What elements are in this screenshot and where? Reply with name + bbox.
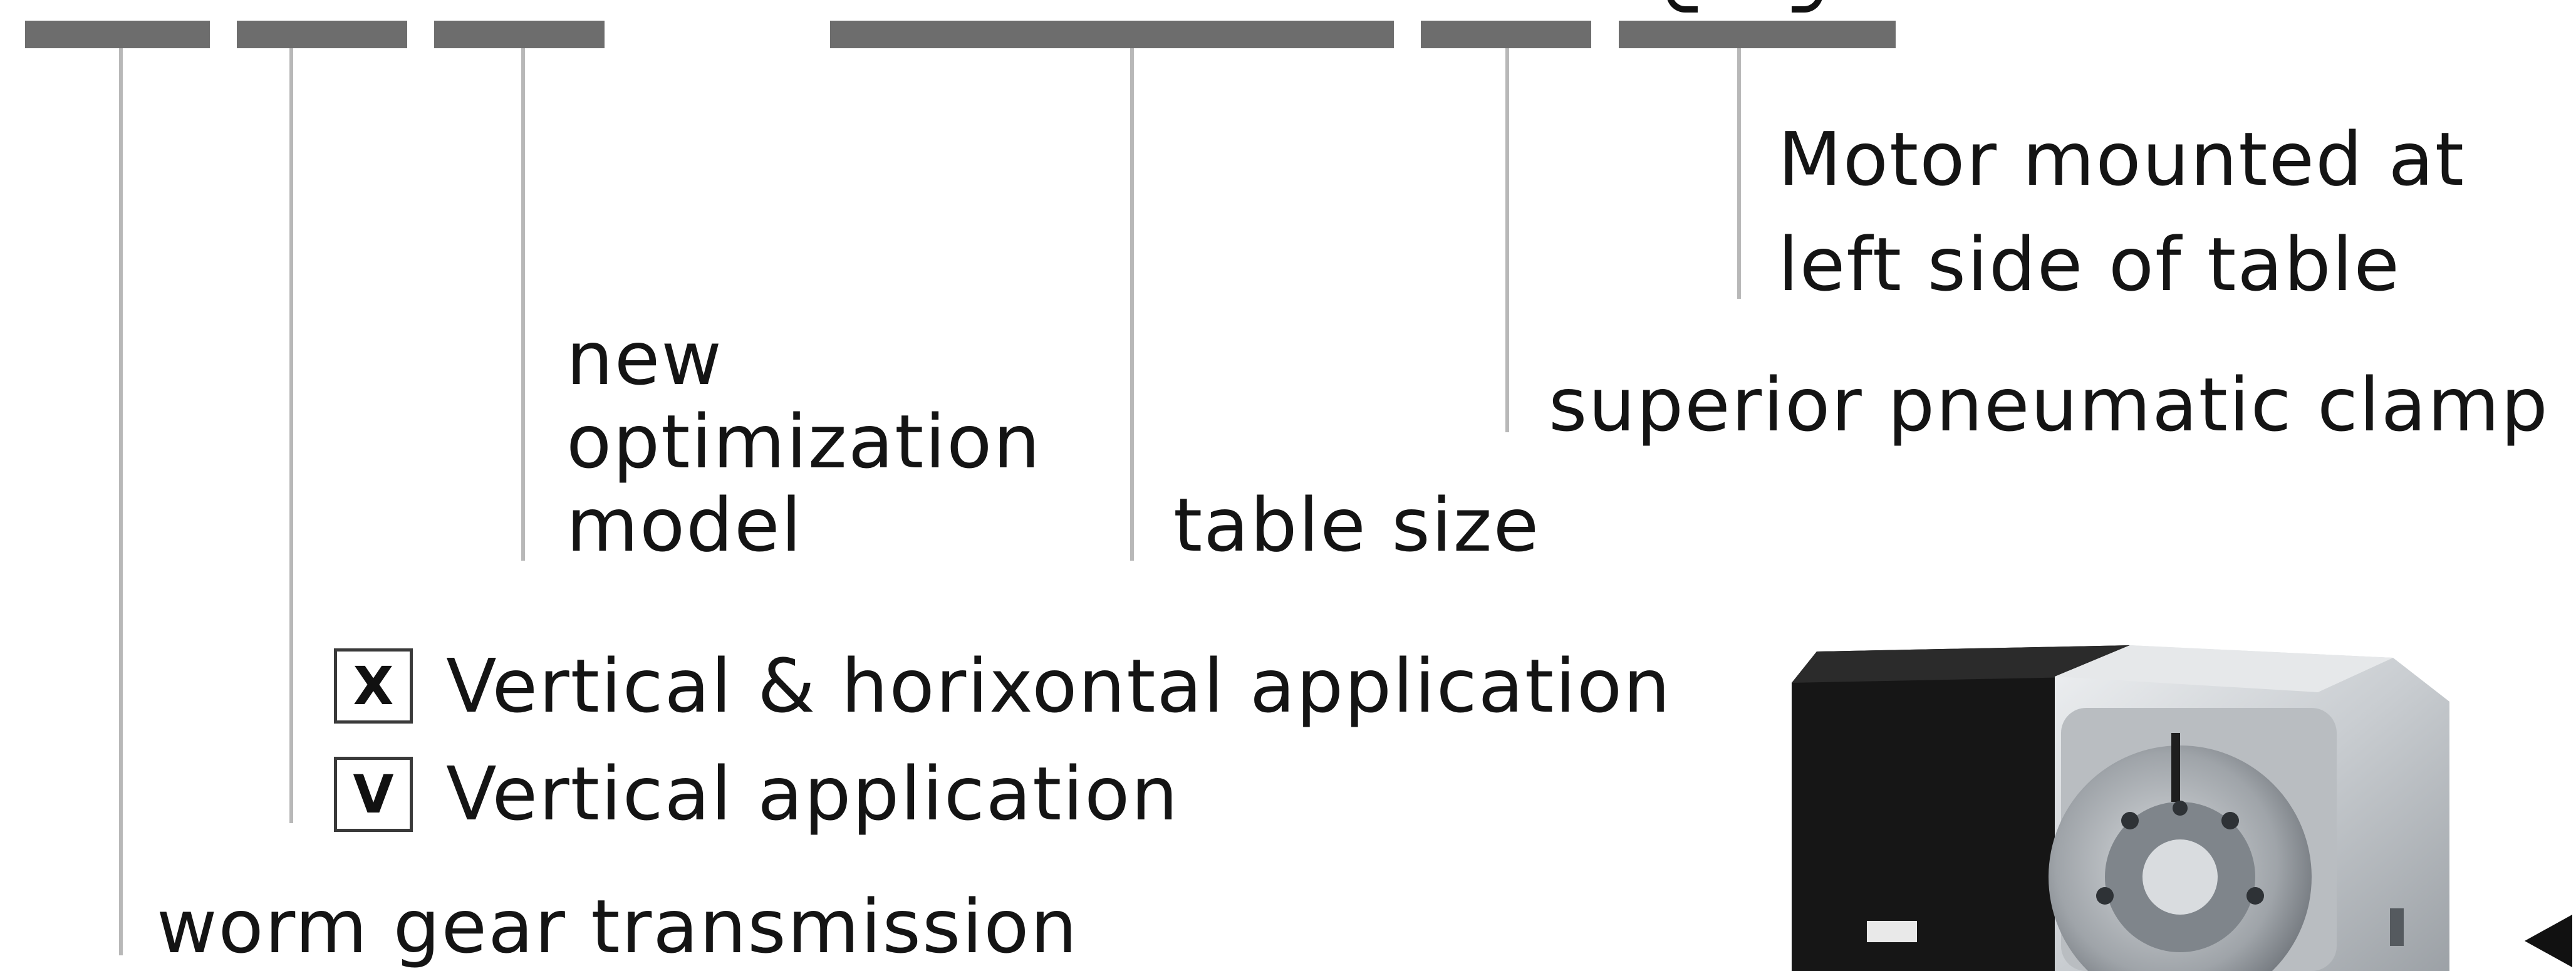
option-v-code-box: V (334, 757, 413, 832)
code-segment-6 (1619, 21, 1896, 48)
motor-label-line-2: left side of table (1778, 221, 2401, 308)
optimization-label-line-2: optimization (566, 398, 1042, 485)
leader-line-clamp (1505, 48, 1509, 432)
bracket-left-mark (1666, 0, 1698, 13)
optimization-label-line-1: new (566, 315, 723, 402)
code-segment-5 (1421, 21, 1591, 48)
code-segment-1 (25, 21, 210, 48)
code-segment-3 (434, 21, 605, 48)
leader-line-worm-gear (119, 48, 123, 955)
motor-label-line-1: Motor mounted at (1778, 116, 2466, 202)
worm-gear-label: worm gear transmission (157, 883, 1079, 970)
clamp-label: superior pneumatic clamp (1549, 361, 2549, 448)
left-triangle-icon (2525, 915, 2572, 967)
option-x-label: Vertical & horixontal application (446, 643, 1671, 729)
leader-line-optimization (521, 48, 525, 561)
leader-line-application (289, 48, 293, 823)
bracket-right-mark (1792, 0, 1823, 13)
optimization-label-line-3: model (566, 482, 803, 568)
code-segment-2 (237, 21, 407, 48)
code-segment-4 (830, 21, 1394, 48)
leader-line-table-size (1130, 48, 1134, 561)
option-x-code-box: X (334, 648, 413, 724)
rotary-table-photo (1792, 645, 2449, 971)
option-v-label: Vertical application (446, 750, 1180, 837)
table-size-label: table size (1173, 482, 1540, 568)
leader-line-motor (1737, 48, 1741, 299)
